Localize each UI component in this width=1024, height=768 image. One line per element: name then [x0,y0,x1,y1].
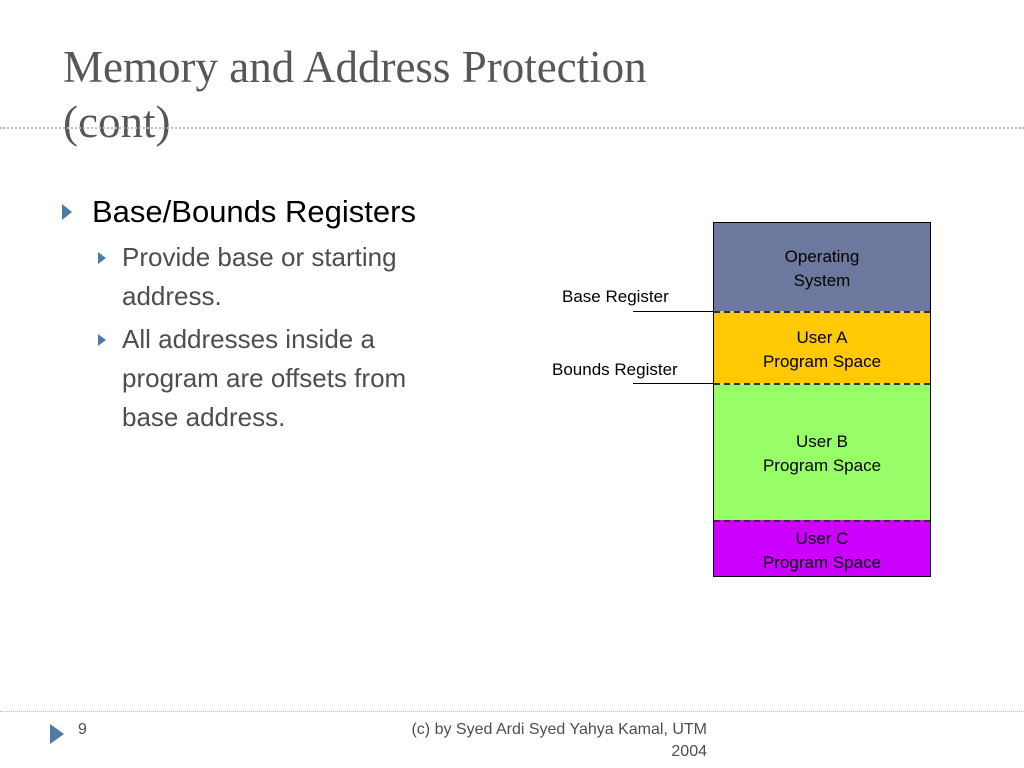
segment-label: User C [795,529,849,548]
sub-bullet-provide-base: Provide base or starting address. [62,238,492,316]
segment-operating-system: Operating System [714,223,930,311]
footer-credit-line: 2004 [671,743,707,760]
segment-user-c: User C Program Space [714,520,930,576]
base-register-label: Base Register [562,287,669,306]
footer-arrow-icon [50,724,64,744]
segment-label: Program Space [762,553,882,572]
segment-label: User A [796,328,848,347]
footer-credit: (c) by Syed Ardi Syed Yahya Kamal, UTM 2… [330,719,707,763]
segment-label: Operating [784,247,860,266]
sub-bullet-arrow-icon [98,252,106,264]
sub-bullet-line: program are offsets from [122,363,407,393]
title-divider [0,127,1024,129]
segment-label: Program Space [762,456,882,475]
footer-credit-line: (c) by Syed Ardi Syed Yahya Kamal, UTM [411,721,707,738]
footer-divider [0,711,1024,712]
page-number: 9 [78,721,87,738]
sub-bullet-line: Provide base or starting [122,242,397,272]
bounds-register-pointer [633,383,713,384]
sub-bullet-offsets: All addresses inside a program are offse… [62,320,492,437]
sub-bullet-line: All addresses inside a [122,324,375,354]
sub-bullet-line: base address. [122,402,286,432]
segment-label: User B [796,432,848,451]
slide-title-line-2: (cont) [63,97,171,147]
slide-title: Memory and Address Protection (cont) [63,40,963,150]
bullet-arrow-icon [62,204,72,220]
segment-label: Program Space [762,352,882,371]
sub-bullet-line: address. [122,281,222,311]
base-register-pointer [633,311,713,312]
slide-title-line-1: Memory and Address Protection [63,42,647,92]
segment-user-b: User B Program Space [714,383,930,520]
segment-user-a: User A Program Space [714,311,930,383]
bullet-list: Base/Bounds Registers Provide base or st… [62,190,492,437]
sub-bullet-arrow-icon [98,334,106,346]
segment-label: System [793,271,851,290]
bullet-base-bounds: Base/Bounds Registers [62,190,492,234]
memory-stack-diagram: Operating System User A Program Space Us… [713,222,931,577]
bullet-text: Base/Bounds Registers [92,194,416,229]
bounds-register-label: Bounds Register [552,360,678,379]
